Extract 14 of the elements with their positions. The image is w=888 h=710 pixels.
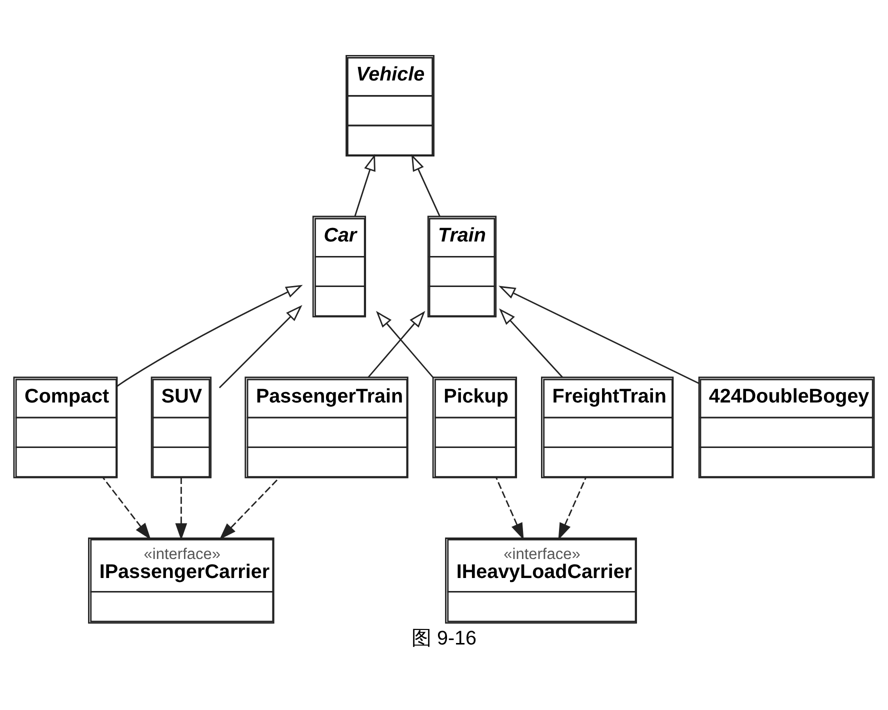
arrow bbox=[218, 304, 302, 388]
caption: 图 9-16 bbox=[411, 626, 477, 649]
arrow bbox=[354, 153, 376, 216]
arrow bbox=[368, 310, 426, 378]
arrow bbox=[219, 476, 280, 540]
arrow bbox=[175, 477, 188, 540]
arrow bbox=[558, 477, 586, 540]
arrow bbox=[376, 310, 434, 378]
arrow bbox=[411, 154, 440, 216]
arrow bbox=[498, 285, 700, 384]
arrow bbox=[102, 476, 151, 540]
arrow bbox=[116, 284, 303, 386]
arrow bbox=[499, 308, 564, 378]
arrow bbox=[496, 477, 524, 540]
